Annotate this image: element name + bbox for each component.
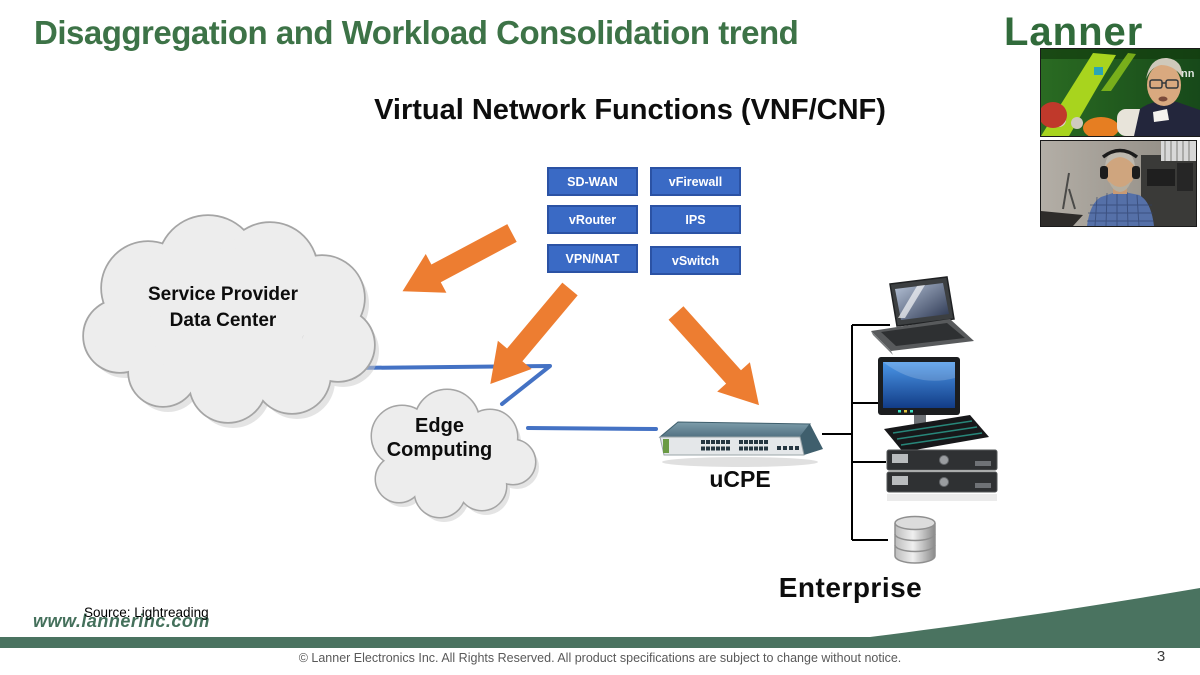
webcam-video-participant[interactable] bbox=[1040, 140, 1197, 227]
enterprise-bracket bbox=[822, 324, 890, 541]
arrow-to-ucpe bbox=[659, 298, 776, 420]
red-chair bbox=[1041, 102, 1067, 128]
tripod bbox=[1062, 172, 1076, 210]
ucpe-switch-icon bbox=[658, 421, 823, 467]
source-note: Source: Lightreading bbox=[84, 605, 209, 620]
vnf-box-label: SD-WAN bbox=[567, 174, 618, 189]
vnf-box-label: vSwitch bbox=[671, 253, 720, 268]
presenter-person bbox=[1134, 57, 1200, 136]
diagram-subtitle: Virtual Network Functions (VNF/CNF) bbox=[374, 94, 886, 126]
rack-server-icon bbox=[886, 449, 998, 501]
desktop-pc-icon bbox=[878, 357, 989, 452]
edge-cloud-label: Edge Computing bbox=[386, 415, 493, 461]
ucpe-label: uCPE bbox=[709, 466, 771, 492]
footer-swoosh bbox=[0, 588, 1200, 648]
page-number: 3 bbox=[1156, 648, 1166, 665]
laptop-icon bbox=[871, 276, 974, 355]
vnf-box-label: IPS bbox=[685, 212, 706, 227]
vnf-box-sdwan: SD-WAN bbox=[547, 167, 638, 196]
vnf-box-vrouter: vRouter bbox=[547, 205, 638, 234]
database-icon bbox=[894, 515, 936, 564]
lanner-logo: Lanner bbox=[1004, 10, 1144, 54]
arrow-to-datacenter bbox=[392, 213, 523, 311]
vnf-box-ips: IPS bbox=[650, 205, 741, 234]
vnf-box-vpnnat: VPN/NAT bbox=[547, 244, 638, 273]
participant-person bbox=[1087, 148, 1154, 226]
website-watermark: www.lannerinc.com bbox=[33, 611, 210, 631]
vnf-box-label: vRouter bbox=[568, 212, 617, 227]
vnf-box-label: vFirewall bbox=[668, 174, 723, 189]
wall-logo-fragment: nn bbox=[1181, 68, 1195, 80]
page-title: Disaggregation and Workload Consolidatio… bbox=[34, 14, 799, 51]
datacenter-cloud-label: Service Provider Data Center bbox=[148, 284, 298, 331]
vnf-box-vswitch: vSwitch bbox=[650, 246, 741, 275]
copyright-text: © Lanner Electronics Inc. All Rights Res… bbox=[298, 651, 902, 665]
orange-chair bbox=[1083, 117, 1119, 136]
wan-links bbox=[348, 364, 658, 431]
enterprise-label: Enterprise bbox=[778, 572, 923, 603]
vnf-box-label: VPN/NAT bbox=[565, 251, 620, 266]
webcam-video-presenter[interactable]: nn bbox=[1040, 48, 1200, 137]
vnf-box-vfirewall: vFirewall bbox=[650, 167, 741, 196]
